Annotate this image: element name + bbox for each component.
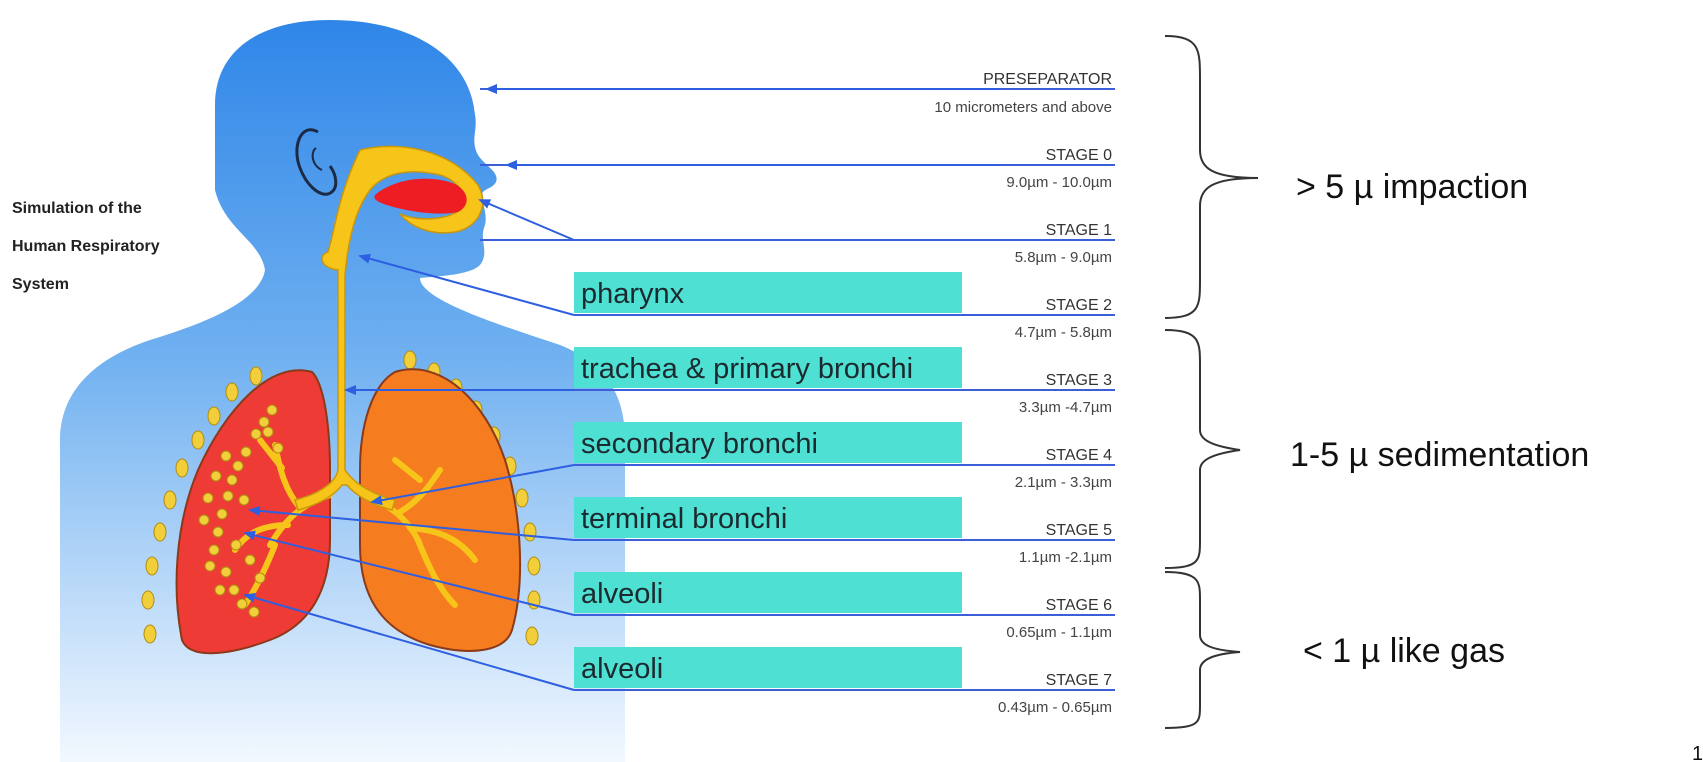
alveolus-dot <box>223 491 233 501</box>
title-line-2: Human Respiratory <box>12 238 160 255</box>
pleura-dot <box>192 431 204 449</box>
stage-name-preseparator: PRESEPARATOR <box>983 71 1112 88</box>
group-label-impaction: > 5 µ impaction <box>1296 168 1528 206</box>
pleura-dot <box>516 489 528 507</box>
region-label-trachea: trachea & primary bronchi <box>581 353 913 385</box>
alveolus-dot <box>199 515 209 525</box>
stage-name-0: STAGE 0 <box>1046 147 1112 164</box>
alveolus-dot <box>259 417 269 427</box>
alveolus-dot <box>251 429 261 439</box>
alveolus-dot <box>205 561 215 571</box>
stage-range-2: 4.7µm - 5.8µm <box>1015 324 1112 341</box>
alveolus-dot <box>221 451 231 461</box>
alveolus-dot <box>227 475 237 485</box>
brace-impaction <box>1165 36 1258 318</box>
pleura-dot <box>250 367 262 385</box>
pleura-dot <box>208 407 220 425</box>
alveolus-dot <box>273 443 283 453</box>
alveolus-dot <box>221 567 231 577</box>
stage-name-4: STAGE 4 <box>1046 447 1112 464</box>
stage-range-7: 0.43µm - 0.65µm <box>998 699 1112 716</box>
title-line-1: Simulation of the <box>12 200 142 217</box>
pleura-dot <box>524 523 536 541</box>
pleura-dot <box>528 557 540 575</box>
region-boxes <box>574 272 962 688</box>
alveolus-dot <box>263 427 273 437</box>
region-label-secondary-bronchi: secondary bronchi <box>581 428 818 460</box>
stage-range-5: 1.1µm -2.1µm <box>1019 549 1112 566</box>
group-braces <box>1165 36 1258 728</box>
alveolus-dot <box>249 607 259 617</box>
pleura-dot <box>146 557 158 575</box>
brace-gas <box>1165 572 1240 728</box>
pleura-dot <box>142 591 154 609</box>
stage-range-3: 3.3µm -4.7µm <box>1019 399 1112 416</box>
region-label-terminal-bronchi: terminal bronchi <box>581 503 787 535</box>
region-label-pharynx: pharynx <box>581 278 685 310</box>
alveolus-dot <box>231 540 241 550</box>
alveolus-dot <box>245 555 255 565</box>
region-label-alveoli-1: alveoli <box>581 578 663 610</box>
stage-name-1: STAGE 1 <box>1046 222 1112 239</box>
alveolus-dot <box>229 585 239 595</box>
alveolus-dot <box>213 527 223 537</box>
alveolus-dot <box>267 405 277 415</box>
pleura-dot <box>176 459 188 477</box>
alveolus-dot <box>255 573 265 583</box>
pleura-dot <box>404 351 416 369</box>
pleura-dot <box>164 491 176 509</box>
stage-range-preseparator: 10 micrometers and above <box>934 99 1112 116</box>
stage-name-7: STAGE 7 <box>1046 672 1112 689</box>
group-label-gas: < 1 µ like gas <box>1303 632 1505 670</box>
alveolus-dot <box>211 471 221 481</box>
pleura-dot <box>226 383 238 401</box>
brace-sedimentation <box>1165 330 1240 568</box>
alveolus-dot <box>233 461 243 471</box>
stage-range-0: 9.0µm - 10.0µm <box>1006 174 1112 191</box>
page-number: 1 <box>1692 743 1703 762</box>
stage-range-4: 2.1µm - 3.3µm <box>1015 474 1112 491</box>
region-label-alveoli-2: alveoli <box>581 653 663 685</box>
alveolus-dot <box>237 599 247 609</box>
arrow-stage-1 <box>480 200 574 240</box>
group-label-sedimentation: 1-5 µ sedimentation <box>1290 436 1589 474</box>
pleura-dot <box>144 625 156 643</box>
pleura-dot <box>154 523 166 541</box>
alveolus-dot <box>209 545 219 555</box>
alveolus-dot <box>203 493 213 503</box>
stage-name-5: STAGE 5 <box>1046 522 1112 539</box>
alveolus-dot <box>239 495 249 505</box>
title-line-3: System <box>12 276 69 293</box>
stage-range-6: 0.65µm - 1.1µm <box>1006 624 1112 641</box>
stage-name-6: STAGE 6 <box>1046 597 1112 614</box>
stage-name-2: STAGE 2 <box>1046 297 1112 314</box>
alveolus-dot <box>215 585 225 595</box>
alveolus-dot <box>217 509 227 519</box>
stage-range-1: 5.8µm - 9.0µm <box>1015 249 1112 266</box>
alveolus-dot <box>241 447 251 457</box>
stage-name-3: STAGE 3 <box>1046 372 1112 389</box>
pleura-dot <box>526 627 538 645</box>
